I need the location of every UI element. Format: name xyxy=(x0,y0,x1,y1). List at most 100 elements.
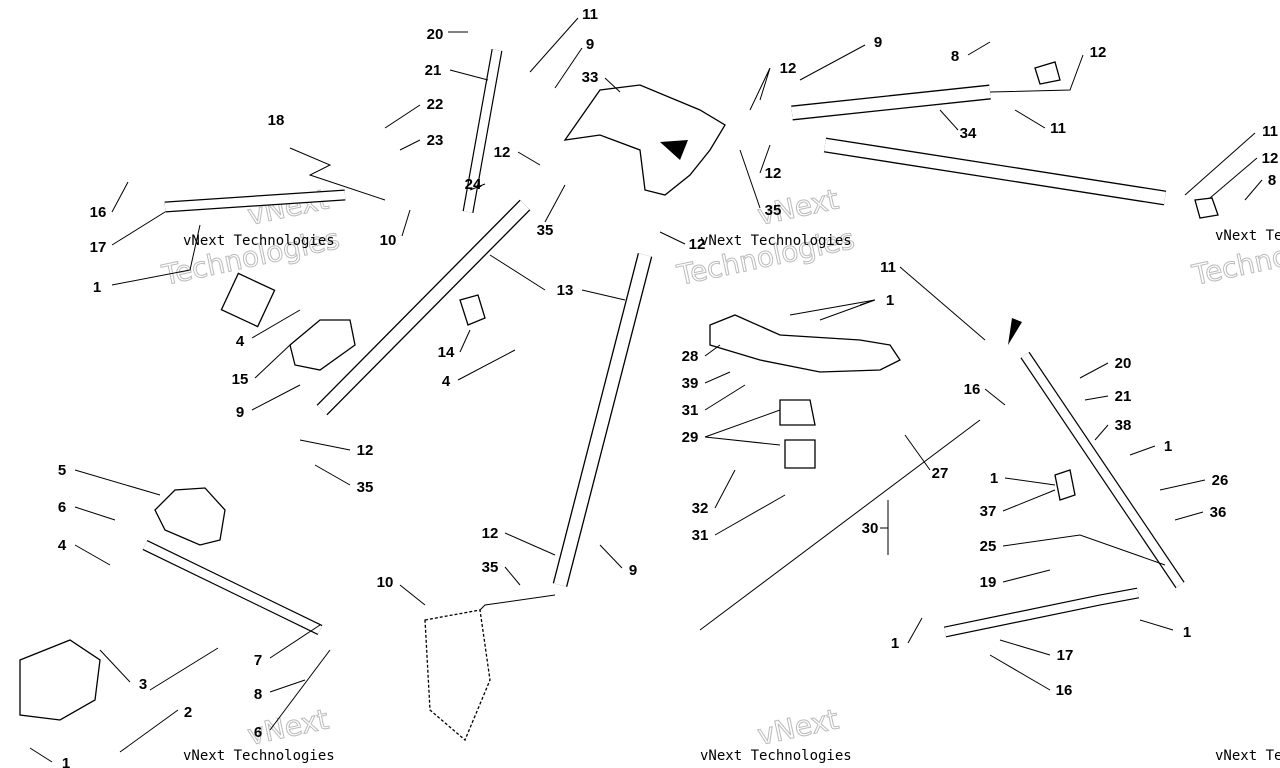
callout: 11 xyxy=(880,259,896,276)
watermark: vNext Technologies xyxy=(183,233,335,249)
callout: 19 xyxy=(980,574,997,591)
bracket-5 xyxy=(154,487,226,546)
callout: 11 xyxy=(582,6,598,23)
callout: 30 xyxy=(862,520,879,537)
callout: 20 xyxy=(427,26,444,43)
callout: 8 xyxy=(951,48,959,65)
callout: 27 xyxy=(932,465,949,482)
callout: 1 xyxy=(891,635,899,652)
callout: 31 xyxy=(682,402,699,419)
callout: 12 xyxy=(482,525,499,542)
callout: 9 xyxy=(586,36,594,53)
callout: 4 xyxy=(58,537,67,554)
callout: 11 xyxy=(1050,120,1066,137)
callout: 1 xyxy=(1164,438,1172,455)
callout: 21 xyxy=(425,62,442,79)
callout: 37 xyxy=(980,503,997,520)
clip-14 xyxy=(459,294,486,326)
callout: 9 xyxy=(236,404,244,421)
callout-numbers: 20 11 9 33 21 22 23 18 24 12 16 17 10 35… xyxy=(58,6,1279,768)
callout: 10 xyxy=(380,232,397,249)
callout: 1 xyxy=(1183,624,1191,641)
callout: 1 xyxy=(93,279,101,296)
callout: 25 xyxy=(980,538,997,555)
callout: 20 xyxy=(1115,355,1132,372)
callout: 16 xyxy=(90,204,107,221)
callout: 39 xyxy=(682,375,699,392)
coil-29b xyxy=(784,439,816,469)
watermark: vNext xyxy=(245,183,332,232)
arrow-marker xyxy=(660,140,688,160)
callout: 14 xyxy=(438,344,455,361)
callout: 24 xyxy=(465,176,482,193)
callout: 33 xyxy=(582,69,599,86)
callout: 35 xyxy=(537,222,554,239)
watermark: vNext Technologies xyxy=(1215,228,1280,244)
coil-29a xyxy=(779,399,816,426)
callout: 5 xyxy=(58,462,66,479)
callout: 22 xyxy=(427,96,444,113)
callout: 8 xyxy=(1268,172,1276,189)
mount-33 xyxy=(563,84,726,196)
callout: 35 xyxy=(765,202,782,219)
parts xyxy=(19,49,1219,742)
callout: 1 xyxy=(990,470,998,487)
callout: 28 xyxy=(682,348,699,365)
callout: 4 xyxy=(442,373,451,390)
clip-37 xyxy=(1054,469,1076,501)
callout: 13 xyxy=(557,282,574,299)
callout: 36 xyxy=(1210,504,1227,521)
callout: 6 xyxy=(58,499,66,516)
callout: 1 xyxy=(886,292,894,309)
cap-12 xyxy=(1194,197,1219,219)
callout: 34 xyxy=(960,125,977,142)
callout: 32 xyxy=(692,500,709,517)
callout: 15 xyxy=(232,371,249,388)
callout: 8 xyxy=(254,686,262,703)
leader-lines xyxy=(29,17,1263,763)
actuator-3 xyxy=(19,639,101,721)
frame-section xyxy=(424,609,491,742)
callout: 38 xyxy=(1115,417,1132,434)
callout: 12 xyxy=(765,165,782,182)
cover-15 xyxy=(289,319,356,371)
watermark: vNext xyxy=(755,703,842,752)
callout: 12 xyxy=(689,236,706,253)
callout: 16 xyxy=(964,381,981,398)
connector-block xyxy=(220,272,276,328)
callout: 6 xyxy=(254,724,262,741)
callout: 18 xyxy=(268,112,285,129)
callout: 10 xyxy=(377,574,394,591)
callout: 12 xyxy=(494,144,511,161)
bracket-28 xyxy=(709,314,901,373)
callout: 16 xyxy=(1056,682,1073,699)
callout: 17 xyxy=(1057,647,1074,664)
watermark: vNext Technologies xyxy=(183,748,335,764)
watermark: vNext Technologies xyxy=(700,748,852,764)
callout: 12 xyxy=(1262,150,1279,167)
arrow-marker xyxy=(1008,318,1022,345)
callout: 1 xyxy=(62,755,70,768)
callout: 23 xyxy=(427,132,444,149)
callout: 9 xyxy=(874,34,882,51)
callout: 17 xyxy=(90,239,107,256)
callout: 2 xyxy=(184,704,192,721)
callout: 3 xyxy=(139,676,147,693)
callout: 29 xyxy=(682,429,699,446)
callout: 12 xyxy=(1090,44,1107,61)
callout: 26 xyxy=(1212,472,1229,489)
cap-12-top xyxy=(1034,61,1061,85)
callout: 31 xyxy=(692,527,709,544)
callout: 12 xyxy=(357,442,374,459)
watermark: vNext Technologies xyxy=(1215,748,1280,764)
callout: 4 xyxy=(236,333,245,350)
callout: 11 xyxy=(1262,123,1278,140)
callout: 21 xyxy=(1115,388,1132,405)
callout: 12 xyxy=(780,60,797,77)
callout: 35 xyxy=(482,559,499,576)
callout: 7 xyxy=(254,652,262,669)
callout: 35 xyxy=(357,479,374,496)
callout: 9 xyxy=(629,562,637,579)
watermark: vNext Technologies xyxy=(700,233,852,249)
